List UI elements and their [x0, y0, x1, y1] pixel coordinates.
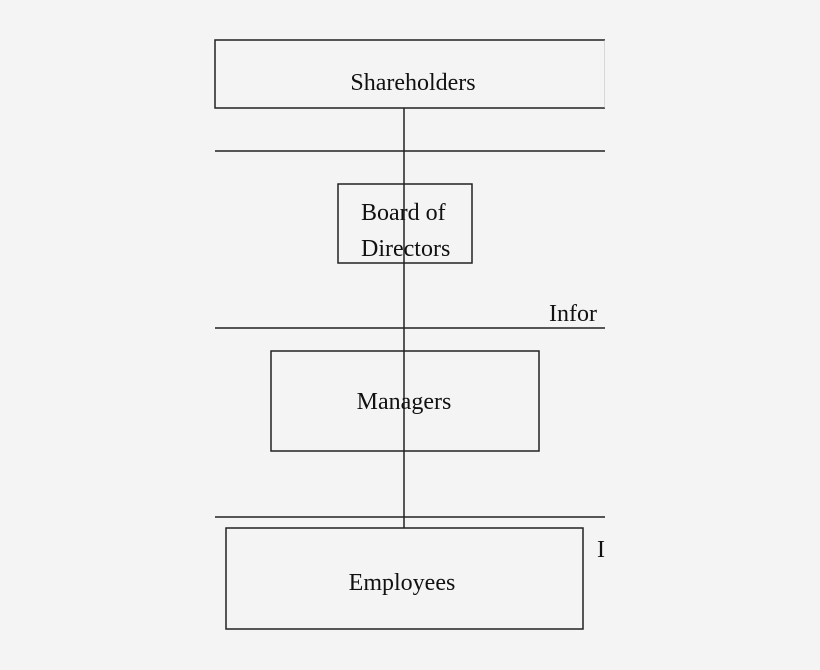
node-label: Shareholders — [350, 70, 475, 96]
node-label: Employees — [349, 570, 456, 596]
side-label-i: I — [597, 537, 605, 563]
node-label: Board of — [361, 200, 446, 226]
node-employees: Employees — [225, 527, 584, 630]
node-managers: Managers — [270, 350, 540, 452]
node-board-of-directors: Board of Directors — [337, 183, 473, 264]
node-shareholders: Shareholders — [214, 39, 606, 109]
clip-mask — [605, 0, 820, 670]
side-label-infor: Infor — [549, 301, 597, 327]
node-label: Managers — [357, 389, 452, 415]
node-label: Directors — [361, 236, 450, 262]
